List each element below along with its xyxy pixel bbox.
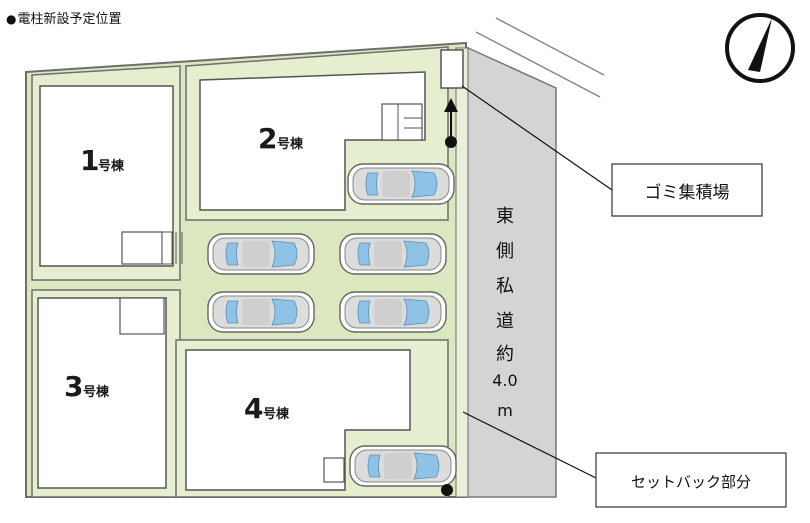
svg-text:私: 私 bbox=[496, 276, 514, 297]
svg-text:約: 約 bbox=[496, 344, 514, 365]
svg-text:号棟: 号棟 bbox=[263, 406, 290, 422]
svg-text:4: 4 bbox=[244, 392, 263, 425]
svg-text:セットバック部分: セットバック部分 bbox=[631, 473, 751, 491]
garbage-point bbox=[440, 49, 464, 89]
setback-callout: セットバック部分 bbox=[595, 452, 787, 508]
car-icon bbox=[207, 233, 315, 275]
garbage-leader-line bbox=[461, 85, 613, 191]
lot-2-label: 2 号棟 bbox=[258, 122, 304, 155]
svg-text:号棟: 号棟 bbox=[98, 158, 125, 174]
svg-text:2: 2 bbox=[258, 122, 277, 155]
road-edge-line bbox=[495, 17, 605, 76]
svg-text:号棟: 号棟 bbox=[277, 136, 304, 152]
lot-4-label: 4 号棟 bbox=[244, 392, 290, 425]
lot-2-building bbox=[199, 71, 426, 211]
svg-text:号棟: 号棟 bbox=[83, 384, 110, 400]
private-road bbox=[465, 45, 557, 498]
north-arrow-icon bbox=[725, 13, 795, 83]
car-icon bbox=[347, 163, 455, 205]
car-icon bbox=[349, 445, 457, 487]
pole-bullet-icon: ● bbox=[6, 12, 17, 26]
lot-1-porch bbox=[121, 231, 163, 265]
svg-text:1: 1 bbox=[80, 144, 99, 177]
svg-text:4.0: 4.0 bbox=[492, 371, 517, 390]
svg-text:東: 東 bbox=[496, 206, 514, 227]
svg-text:3: 3 bbox=[64, 370, 83, 403]
pole-dot-icon bbox=[441, 484, 453, 496]
svg-text:道: 道 bbox=[496, 311, 514, 332]
legend-label: 電柱新設予定位置 bbox=[17, 12, 122, 27]
road-edge-line bbox=[475, 31, 601, 98]
car-icon bbox=[339, 291, 447, 333]
svg-text:m: m bbox=[497, 401, 513, 420]
lot-3-label: 3 号棟 bbox=[64, 370, 110, 403]
garbage-callout: ゴミ集積場 bbox=[611, 163, 763, 217]
car-icon bbox=[207, 291, 315, 333]
lot-1-label: 1 号棟 bbox=[80, 144, 125, 177]
legend: ●電柱新設予定位置 bbox=[6, 8, 122, 27]
lot-4-building bbox=[185, 349, 411, 491]
arrow-head-icon bbox=[444, 98, 458, 112]
pole-dot-icon bbox=[445, 136, 457, 148]
car-icon bbox=[339, 233, 447, 275]
lot-3-porch bbox=[119, 297, 165, 335]
setback-strip bbox=[455, 47, 469, 498]
svg-text:ゴミ集積場: ゴミ集積場 bbox=[645, 182, 730, 203]
svg-text:側: 側 bbox=[496, 241, 514, 262]
lot-2-stair bbox=[381, 103, 423, 141]
setback-leader-line bbox=[462, 411, 597, 479]
road-label: 東 側 私 道 約 4.0 m bbox=[492, 206, 517, 420]
